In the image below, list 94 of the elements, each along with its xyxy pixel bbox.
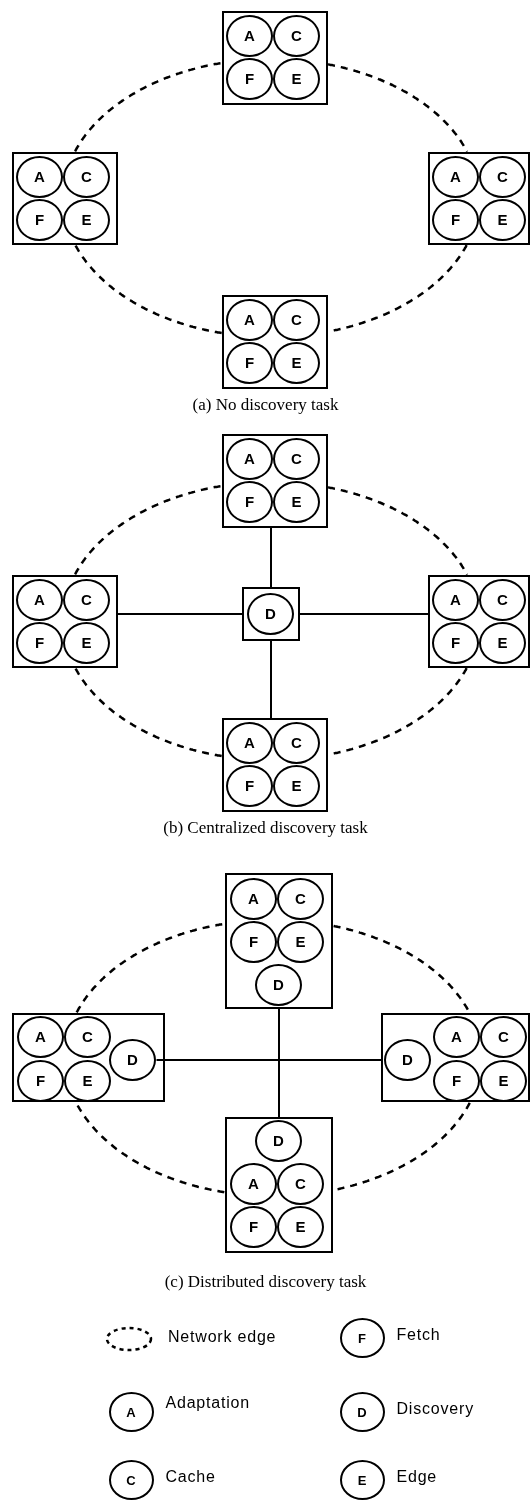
- node-box: [225, 873, 333, 1009]
- module-circle: E: [64, 1059, 111, 1102]
- module-circle: E: [273, 341, 320, 384]
- node-box: [381, 1013, 530, 1102]
- module-circle: A: [230, 877, 277, 920]
- connector-line: [155, 1059, 382, 1061]
- node-box: [428, 575, 530, 668]
- connector-line: [74, 244, 222, 335]
- module-circle: F: [432, 198, 479, 241]
- module-label: Cache: [165, 1468, 216, 1486]
- node-box: [225, 1117, 333, 1253]
- module-circle: E: [479, 621, 526, 664]
- module-circle: C: [63, 155, 110, 198]
- module-circle: A: [432, 578, 479, 621]
- node-box: [12, 1013, 165, 1102]
- module-circle: E: [480, 1059, 527, 1102]
- connector-line: [299, 613, 429, 615]
- module-circle: C: [479, 155, 526, 198]
- node-box: [222, 718, 328, 812]
- module-circle: D: [339, 1392, 385, 1432]
- module-circle: A: [226, 721, 273, 764]
- module-circle: C: [273, 298, 320, 341]
- module-circle: C: [479, 578, 526, 621]
- module-circle: D: [255, 963, 302, 1006]
- connector-line: [327, 63, 469, 153]
- module-circle: A: [108, 1392, 154, 1432]
- module-circle: E: [273, 764, 320, 807]
- node-box: [242, 587, 300, 641]
- module-circle: C: [63, 578, 110, 621]
- module-circle: D: [384, 1038, 431, 1081]
- module-circle: A: [16, 578, 63, 621]
- legend-label: Network edge: [168, 1328, 277, 1346]
- module-circle: F: [226, 480, 273, 523]
- module-circle: A: [226, 298, 273, 341]
- module-circle: E: [277, 920, 324, 963]
- module-label: Fetch: [396, 1326, 441, 1344]
- module-circle: F: [17, 1059, 64, 1102]
- figure-caption: (b) Centralized discovery task: [163, 818, 368, 837]
- module-circle: D: [247, 592, 294, 635]
- module-circle: E: [277, 1205, 324, 1248]
- module-circle: E: [479, 198, 526, 241]
- node-box: [222, 11, 328, 105]
- node-box: [222, 434, 328, 528]
- connector-line: [327, 486, 469, 576]
- module-circle: F: [432, 621, 479, 664]
- connector-line: [117, 613, 243, 615]
- module-circle: E: [63, 198, 110, 241]
- connector-line: [270, 527, 272, 588]
- node-box: [12, 152, 118, 245]
- module-circle: F: [230, 1205, 277, 1248]
- module-circle: C: [277, 1162, 324, 1205]
- module-circle: F: [226, 57, 273, 100]
- module-circle: E: [273, 57, 320, 100]
- module-circle: A: [16, 155, 63, 198]
- module-circle: C: [480, 1015, 527, 1058]
- module-label: Discovery: [396, 1400, 474, 1418]
- module-circle: E: [339, 1460, 385, 1500]
- connector-line: [278, 1008, 280, 1118]
- connector-line: [270, 640, 272, 719]
- module-circle: A: [17, 1015, 64, 1058]
- module-circle: C: [273, 437, 320, 480]
- module-circle: C: [108, 1460, 154, 1500]
- module-circle: C: [64, 1015, 111, 1058]
- figure-caption: (a) No discovery task: [192, 395, 339, 414]
- node-box: [222, 295, 328, 389]
- module-circle: A: [226, 14, 273, 57]
- module-circle: F: [16, 621, 63, 664]
- module-circle: D: [109, 1038, 156, 1081]
- connector-line: [73, 61, 222, 152]
- module-circle: C: [273, 14, 320, 57]
- node-box: [428, 152, 530, 245]
- figure-caption: (c) Distributed discovery task: [164, 1272, 367, 1291]
- module-label: Adaptation: [165, 1394, 250, 1412]
- node-box: [12, 575, 118, 668]
- module-circle: A: [433, 1015, 480, 1058]
- module-circle: A: [230, 1162, 277, 1205]
- connector-line: [74, 667, 222, 758]
- module-circle: D: [255, 1119, 302, 1162]
- module-label: Edge: [396, 1468, 438, 1486]
- connector-line: [75, 922, 224, 1013]
- connector-line: [75, 1102, 225, 1194]
- connector-line: [73, 484, 222, 575]
- module-circle: F: [226, 341, 273, 384]
- module-circle: F: [433, 1059, 480, 1102]
- module-circle: F: [339, 1318, 385, 1358]
- module-circle: C: [277, 877, 324, 920]
- module-circle: E: [273, 480, 320, 523]
- module-circle: F: [230, 920, 277, 963]
- module-circle: E: [63, 621, 110, 664]
- module-circle: A: [226, 437, 273, 480]
- module-circle: F: [16, 198, 63, 241]
- module-circle: C: [273, 721, 320, 764]
- module-circle: F: [226, 764, 273, 807]
- module-circle: A: [432, 155, 479, 198]
